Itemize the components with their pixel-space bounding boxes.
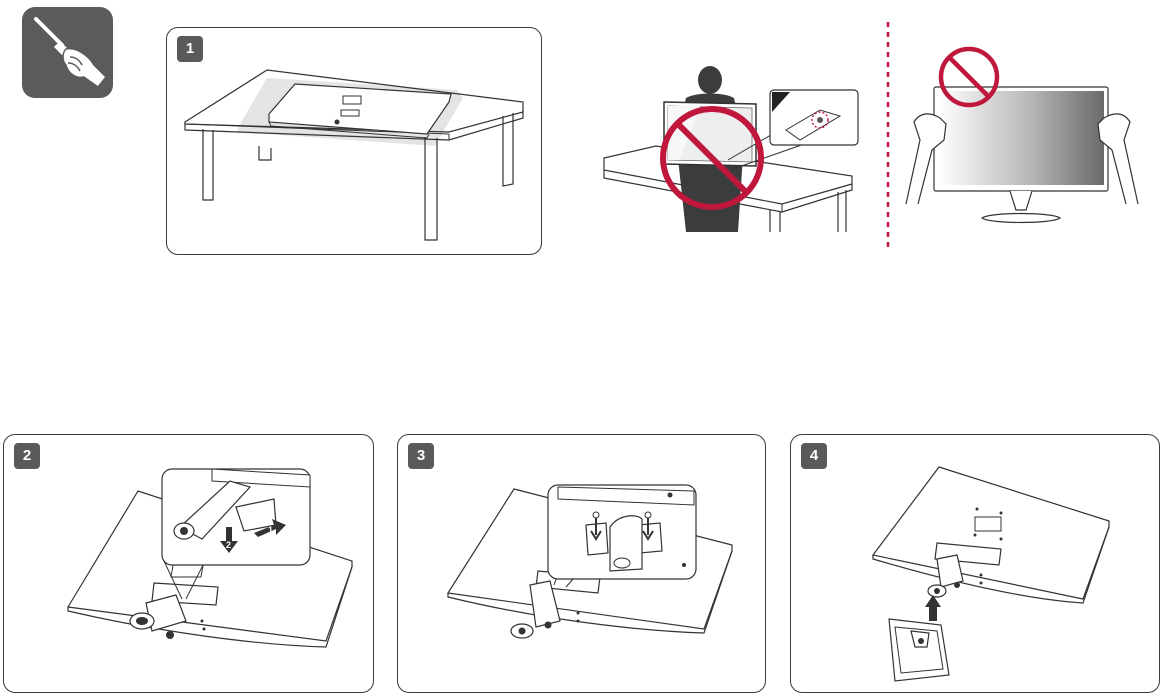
arrow-label-1: 1 xyxy=(268,525,273,535)
monitor-on-table-illustration xyxy=(184,69,524,241)
step-3-badge: 3 xyxy=(408,443,434,469)
hands-holding-monitor xyxy=(905,86,1139,224)
zoom-inset-hand-on-screen xyxy=(727,89,859,171)
attach-base-illustration xyxy=(871,466,1110,682)
step-3-panel: 3 xyxy=(397,434,766,693)
step-2-badge: 2 xyxy=(14,443,40,469)
prohibited-icon xyxy=(938,46,1000,108)
screwdriver-tool-icon-box xyxy=(22,7,113,98)
attach-stand-body-illustration: 1 2 xyxy=(67,468,353,648)
prohibited-icon xyxy=(660,106,764,210)
screwdriver-hand-icon xyxy=(34,17,108,89)
step-1-panel: 1 xyxy=(166,27,542,255)
step-1-badge: 1 xyxy=(177,36,203,62)
step-4-badge: 4 xyxy=(801,443,827,469)
step-2-panel: 2 1 2 xyxy=(3,434,374,693)
person-carrying-monitor xyxy=(676,66,744,232)
screw-stand-illustration xyxy=(446,484,733,639)
carry-table xyxy=(603,145,853,232)
carried-monitor xyxy=(663,101,757,167)
step-4-panel: 4 xyxy=(790,434,1160,693)
arrow-label-2: 2 xyxy=(226,540,231,550)
